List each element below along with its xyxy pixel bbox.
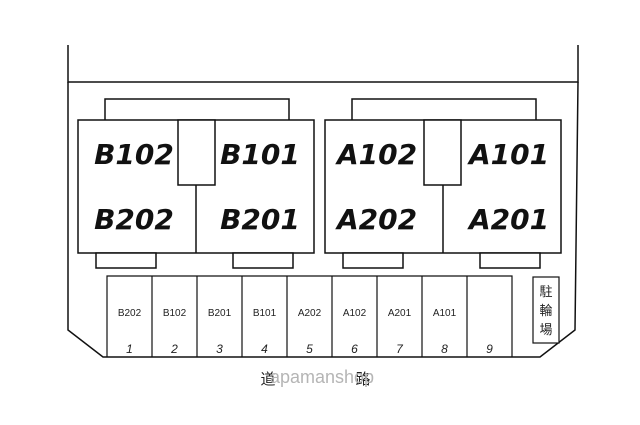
unit-label: B102: [94, 138, 174, 171]
parking-slot-number: 4: [261, 342, 268, 356]
building-a: A102 A101 A202 A201: [324, 98, 562, 269]
lot-boundary: [67, 45, 579, 83]
parking-slot-unit: B201: [208, 308, 232, 319]
watermark: apamanshop: [270, 367, 374, 387]
road-char: 路: [355, 370, 370, 388]
parking-slot-unit: A102: [343, 308, 367, 319]
parking-slot-number: 9: [486, 342, 493, 356]
lot-boundary-lower: [67, 81, 579, 358]
unit-label: B201: [220, 203, 300, 236]
bicycle-parking: 駐 輪 場: [532, 276, 560, 344]
road-char: 道: [260, 370, 275, 388]
unit-label: B101: [220, 138, 300, 171]
parking-slot-unit: B101: [253, 308, 277, 319]
parking-slot-number: 6: [351, 342, 358, 356]
unit-label: B202: [94, 203, 174, 236]
unit-label: A202: [335, 203, 417, 236]
parking-slot-unit: A202: [298, 308, 322, 319]
parking-slot-unit: B102: [163, 308, 187, 319]
bicycle-parking-char: 輪: [539, 303, 552, 319]
building-b: B102 B101 B202 B201: [77, 98, 315, 269]
parking-slot-unit: A201: [388, 308, 412, 319]
unit-label: A101: [467, 138, 549, 171]
parking-slot-unit: B202: [118, 308, 142, 319]
parking-slot-number: 1: [126, 342, 133, 356]
bicycle-parking-char: 駐: [539, 285, 552, 300]
parking-slot-number: 3: [216, 342, 223, 356]
parking-slot-number: 7: [396, 342, 404, 356]
unit-label: A102: [335, 138, 417, 171]
bicycle-parking-char: 場: [539, 323, 552, 338]
parking-slot-unit: A101: [433, 308, 457, 319]
parking-area: B202 B102 B201 B101 A202 A102 A201 A101 …: [106, 275, 513, 357]
road: 道 路: [260, 370, 370, 388]
parking-slot-number: 5: [306, 342, 313, 356]
parking-slot-number: 8: [441, 342, 448, 356]
unit-label: A201: [467, 203, 549, 236]
parking-slot-number: 2: [170, 342, 178, 356]
